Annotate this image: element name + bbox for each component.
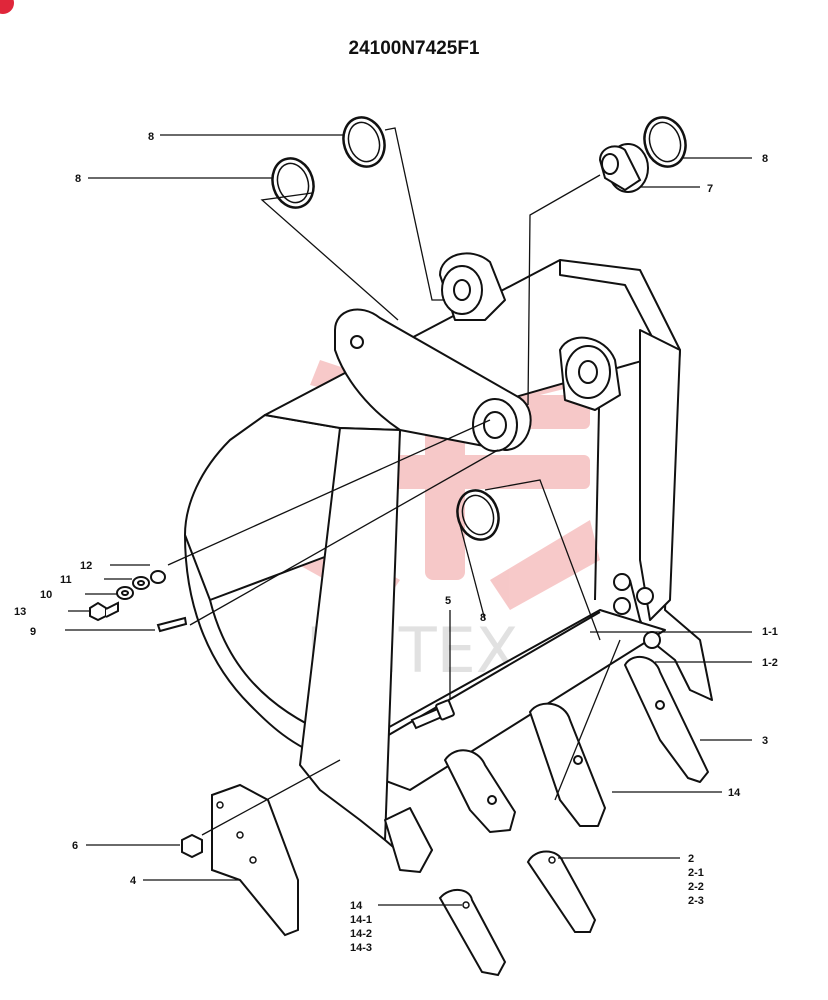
callout-13: 13: [14, 606, 26, 618]
callout-10: 10: [40, 589, 52, 601]
callout-8-left: 8: [75, 173, 81, 185]
callout-7: 7: [707, 183, 713, 195]
callout-labels: 8 8 8 7 8 12 11 10 13 9 5 1-1 1-2 3 14 6…: [14, 131, 778, 954]
callout-2-2: 2-2: [688, 881, 704, 893]
callout-5: 5: [445, 595, 451, 607]
corner-badge-icon: [0, 0, 14, 14]
bolt-5-part: [410, 699, 455, 730]
bucket-teeth: [384, 656, 709, 873]
callout-6: 6: [72, 840, 78, 852]
callout-14-bottom: 14: [350, 900, 363, 912]
callout-1-2: 1-2: [762, 657, 778, 669]
callout-4: 4: [130, 875, 137, 887]
callout-8-center: 8: [480, 612, 486, 624]
callout-8-right: 8: [762, 153, 768, 165]
nut-6-part: [181, 833, 203, 859]
callout-12: 12: [80, 560, 92, 572]
callout-14-3: 14-3: [350, 942, 372, 954]
tooth-2-part: [526, 850, 597, 933]
side-cutter-part: [211, 783, 299, 937]
o-rings: [271, 116, 687, 541]
hardware-group: [89, 570, 188, 633]
callout-2-1: 2-1: [688, 867, 704, 879]
callout-3: 3: [762, 735, 768, 747]
bucket-body: [184, 252, 713, 871]
callout-11: 11: [60, 574, 72, 586]
leader-lines: [65, 127, 752, 906]
diagram-title: 24100N7425F1: [348, 38, 480, 59]
callout-14-right: 14: [728, 787, 741, 799]
callout-9: 9: [30, 626, 36, 638]
callout-14-2: 14-2: [350, 928, 372, 940]
tooth-14-part: [438, 889, 507, 977]
callout-8-top: 8: [148, 131, 154, 143]
callout-14-1: 14-1: [350, 914, 372, 926]
callout-2-3: 2-3: [688, 895, 704, 907]
callout-1-1: 1-1: [762, 626, 778, 638]
callout-2: 2: [688, 853, 694, 865]
bushing-7-part: [598, 143, 649, 193]
